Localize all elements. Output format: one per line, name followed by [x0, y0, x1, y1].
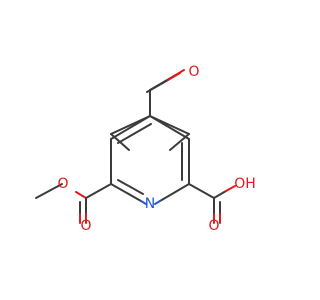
- ester-bond-methyl: [35, 183, 63, 199]
- ring-double-bottom-left: [117, 179, 144, 195]
- structure-svg: O O O N O OH: [35, 64, 256, 234]
- ring-bond-top-left: [110, 115, 151, 140]
- aldehyde-double-2: [167, 72, 181, 81]
- molecule-diagram: O O O N O OH: [35, 64, 256, 234]
- ring-double-top-left: [117, 123, 152, 144]
- ring-bond-bottom-left-c: [110, 183, 142, 202]
- ring-bond-bottom-right-n: [154, 200, 161, 205]
- acid-bond-carbonyl-oh-red: [225, 185, 236, 192]
- ester-carbonyl-oxygen-label: O: [80, 218, 91, 234]
- ring-bond-bottom-right-c: [159, 183, 190, 202]
- acid-hydroxyl-label: OH: [234, 176, 256, 192]
- ester-bond-carbonyl-ether-o: [75, 191, 87, 199]
- ester-ether-oxygen-label: O: [57, 176, 68, 192]
- ring-nitrogen-label: N: [145, 196, 155, 212]
- aldehyde-double-1: [146, 79, 169, 93]
- aldehyde-oxygen-label: O: [188, 64, 199, 80]
- ring-bond-bottom-left-n: [140, 200, 147, 205]
- ester-bond-ring-carbonyl: [85, 183, 112, 199]
- acid-carbonyl-oxygen-label: O: [208, 218, 219, 234]
- acid-bond-ring-carbonyl: [188, 183, 215, 199]
- ring-bond-top-right: [149, 115, 190, 140]
- acid-bond-carbonyl-oh-gray: [213, 190, 227, 199]
